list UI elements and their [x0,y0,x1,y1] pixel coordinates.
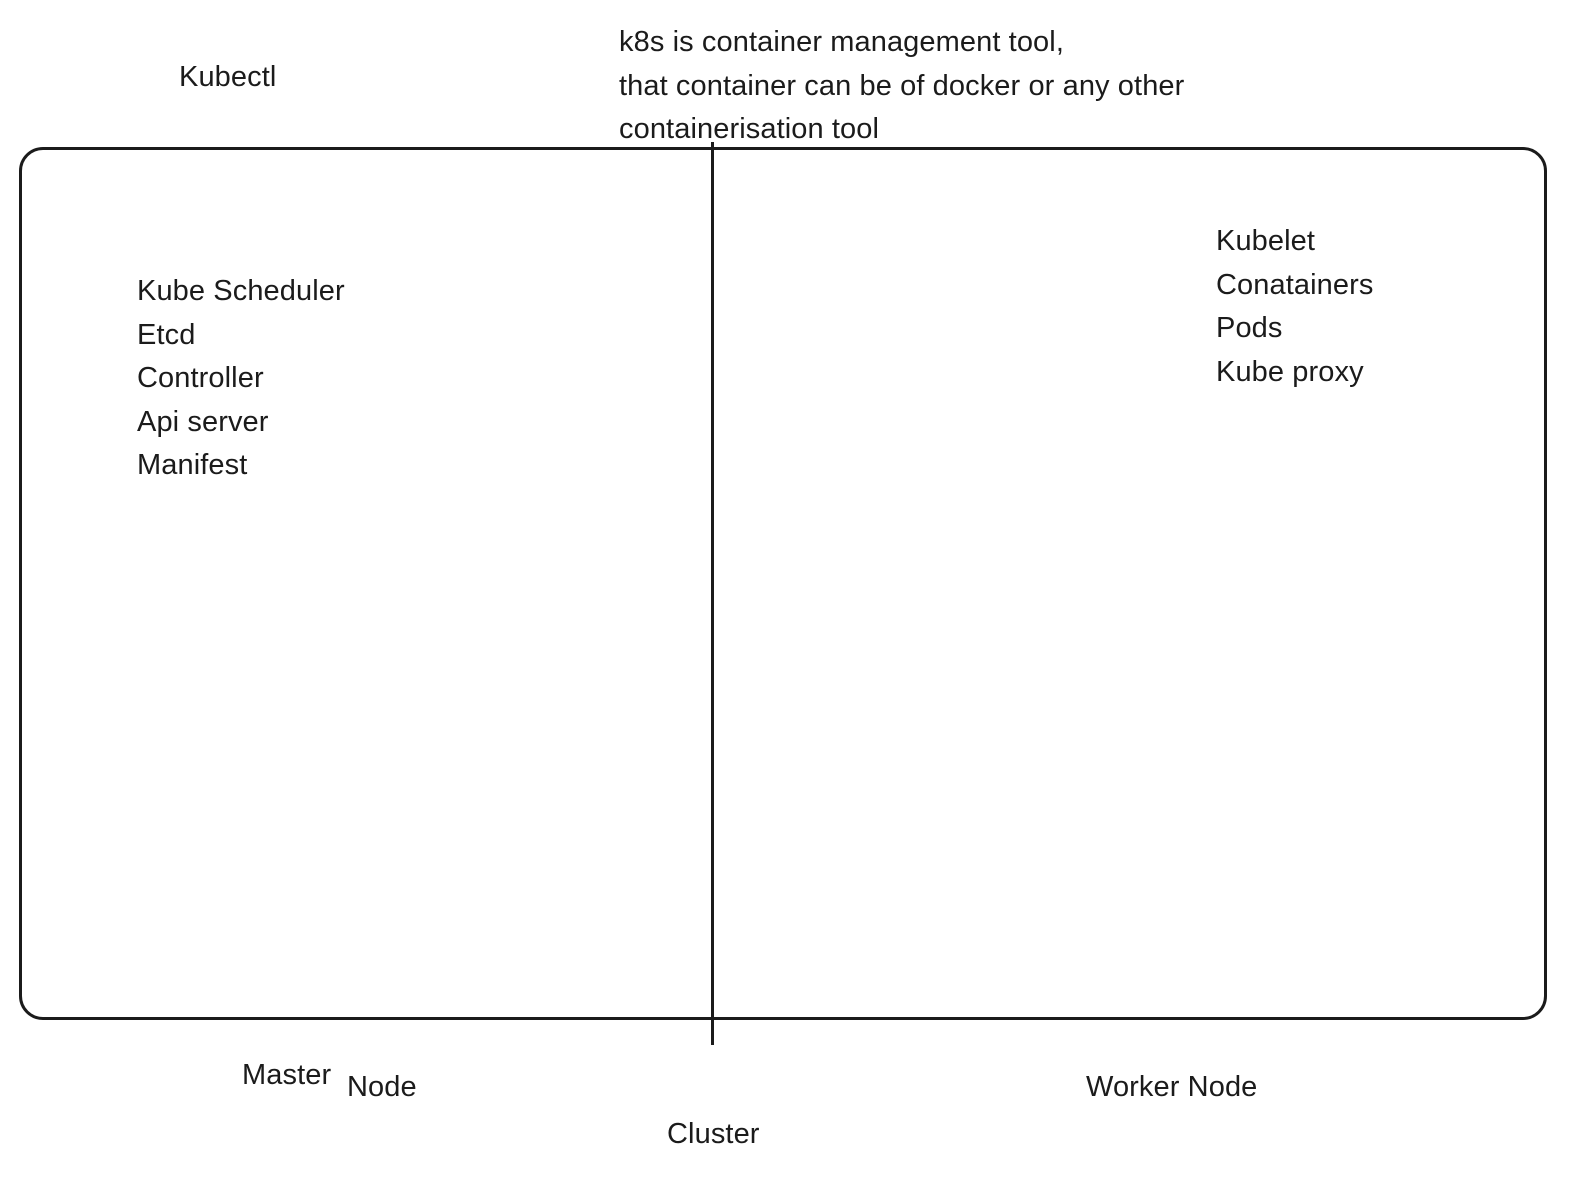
cluster-box [19,147,1547,1020]
worker-component: Kubelet [1216,225,1316,257]
master-component: Etcd [137,318,196,351]
description-text: k8s is container management tool, that c… [619,21,1184,152]
master-component: Controller [137,362,264,394]
master-component: Api server [137,405,269,438]
description-line: that container can be of docker or any o… [619,69,1185,102]
description-line: k8s is container management tool, [619,26,1064,58]
master-component: Kube Scheduler [137,275,345,307]
cluster-label: Cluster [667,1118,760,1150]
worker-node-label: Worker Node [1086,1071,1258,1103]
worker-components-list: Kubelet Conatainers Pods Kube proxy [1216,220,1373,394]
worker-component: Kube proxy [1216,355,1364,388]
kubectl-label: Kubectl [179,61,277,93]
description-line: containerisation tool [619,113,880,145]
node-label-word: Node [347,1071,417,1103]
worker-component: Conatainers [1216,268,1374,301]
master-component: Manifest [137,449,248,481]
node-divider-line [711,142,714,1045]
worker-component: Pods [1216,312,1283,344]
master-components-list: Kube Scheduler Etcd Controller Api serve… [137,270,345,488]
master-label-word: Master [242,1059,332,1091]
